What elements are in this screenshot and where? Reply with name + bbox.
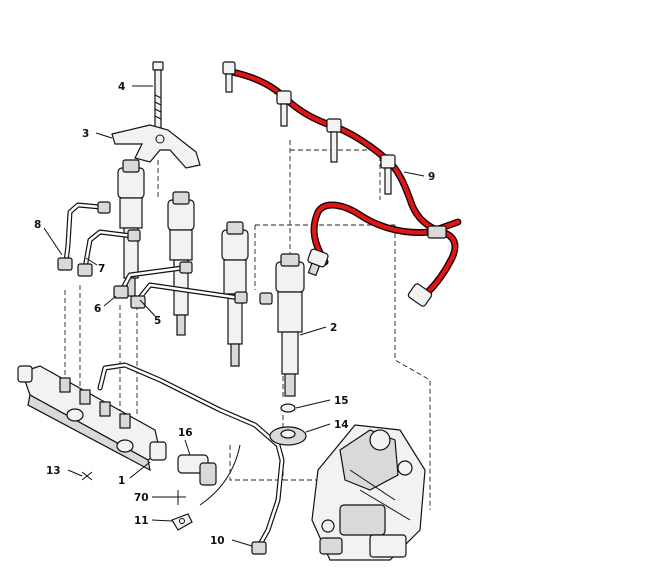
high-pressure-pump [311,424,426,561]
common-rail [17,365,167,472]
pipe-nuts [57,201,273,555]
label-15: 15 [334,395,349,407]
injector-seal-washer [280,403,296,413]
injector-heat-shield [269,426,307,446]
screw-70 [170,490,186,505]
bracket-11 [171,513,193,531]
label-13: 13 [46,465,61,477]
label-2: 2 [330,322,337,334]
label-11: 11 [134,515,149,527]
label-7: 7 [98,263,105,275]
leak-off-connectors [222,61,447,307]
callout-labels: 4 3 8 7 6 5 2 9 15 14 16 1 13 70 11 10 [34,81,435,547]
label-9: 9 [428,171,435,183]
injector-clamp [111,124,201,169]
label-16: 16 [178,427,193,439]
label-1: 1 [118,475,125,487]
label-8: 8 [34,219,41,231]
high-pressure-pipes [63,202,285,551]
label-70: 70 [134,492,149,504]
label-10: 10 [210,535,225,547]
plug-13 [81,471,93,481]
injector-4 [275,253,305,397]
clamp-bolt [152,61,164,129]
label-5: 5 [154,315,161,327]
label-14: 14 [334,419,349,431]
injector-2 [167,191,195,336]
label-4: 4 [118,81,125,93]
leak-off-return-hose [228,68,462,296]
pressure-sensor [177,444,241,506]
label-6: 6 [94,303,101,315]
leader-lines [43,85,425,547]
label-3: 3 [82,128,89,140]
injector-3 [221,221,249,367]
